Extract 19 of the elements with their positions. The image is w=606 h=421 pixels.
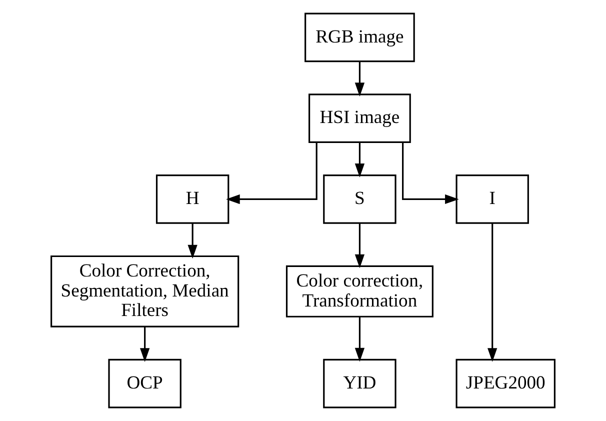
- arrow: [488, 223, 498, 362]
- arrow: [354, 317, 365, 362]
- arrow: [226, 142, 318, 204]
- node-box: HSI image: [308, 94, 411, 143]
- node-box: S: [323, 174, 396, 224]
- arrow: [402, 142, 459, 204]
- node-box: JPEG2000: [456, 358, 556, 408]
- node-box: YID: [323, 358, 396, 408]
- node-box: Color Correction, Segmentation, Median Filters: [50, 255, 240, 328]
- arrow: [354, 223, 365, 268]
- node-box: RGB image: [304, 12, 415, 62]
- arrow: [354, 62, 365, 96]
- arrow: [140, 326, 150, 362]
- node-box: Color correction, Transformation: [286, 265, 434, 318]
- node-box: I: [456, 174, 529, 224]
- node-box: H: [156, 174, 230, 224]
- arrow: [354, 142, 365, 178]
- arrow: [188, 223, 198, 259]
- node-box: OCP: [108, 358, 182, 408]
